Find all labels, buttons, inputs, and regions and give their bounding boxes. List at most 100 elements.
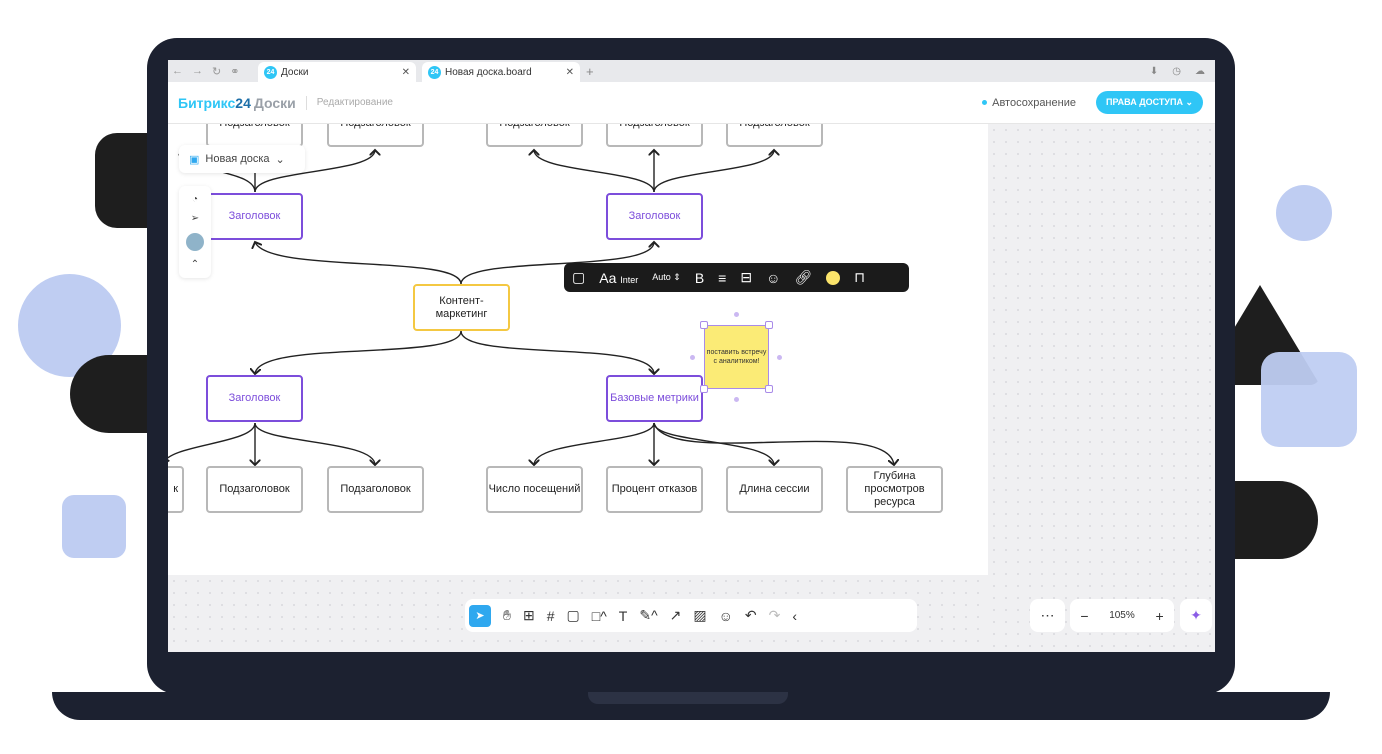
connect-point[interactable] bbox=[777, 355, 782, 360]
cursor-icon[interactable]: ➢ bbox=[190, 213, 200, 225]
undo-icon[interactable]: ↶ bbox=[744, 607, 757, 623]
zoom-level: 105% bbox=[1109, 610, 1135, 621]
decor-square bbox=[62, 495, 126, 558]
collapse-icon[interactable]: ‹ bbox=[792, 607, 798, 624]
arrow-icon[interactable]: ↗ bbox=[669, 607, 682, 623]
central-node[interactable]: Контент-маркетинг bbox=[413, 284, 510, 331]
hand-tool-icon[interactable]: ✋︎ bbox=[503, 607, 511, 623]
zoom-in-icon[interactable]: + bbox=[1155, 607, 1164, 624]
unlock-icon[interactable]: ⊓ bbox=[854, 269, 866, 285]
connector bbox=[255, 242, 462, 285]
metric-node[interactable]: Длина сессии bbox=[726, 466, 823, 513]
new-tab-button[interactable]: + bbox=[586, 63, 594, 79]
access-rights-button[interactable]: ПРАВА ДОСТУПА ⌄ bbox=[1095, 91, 1203, 114]
font-select[interactable]: Aa Inter bbox=[599, 269, 639, 286]
timer-icon[interactable]: ◔ bbox=[191, 194, 199, 206]
connector bbox=[653, 422, 894, 465]
heading-node[interactable]: Заголовок bbox=[606, 193, 703, 240]
color-swatch[interactable] bbox=[826, 270, 841, 285]
connect-point[interactable] bbox=[734, 312, 739, 317]
back-icon[interactable]: ← bbox=[172, 64, 183, 77]
subheading-node[interactable]: Подзаголовок bbox=[327, 466, 424, 513]
emoji-icon[interactable]: ☺ bbox=[766, 269, 781, 286]
link-icon[interactable]: ⚭ bbox=[230, 65, 240, 78]
chevron-down-icon: ⌄ bbox=[275, 153, 285, 166]
frame-icon[interactable]: # bbox=[546, 607, 555, 624]
forward-icon[interactable]: → bbox=[192, 64, 203, 77]
connector bbox=[460, 330, 654, 374]
connector bbox=[653, 150, 774, 193]
avatar[interactable] bbox=[186, 232, 204, 251]
resize-handle[interactable] bbox=[700, 385, 708, 393]
emoji-icon[interactable]: ☺ bbox=[718, 607, 733, 624]
browser-tab-active[interactable]: 24 Новая доска.board ✕ bbox=[422, 62, 580, 82]
browser-nav: ← → ↻ ⚭ bbox=[172, 65, 258, 78]
connector bbox=[460, 242, 654, 285]
align-icon[interactable]: ≡ bbox=[718, 269, 727, 286]
board-canvas[interactable]: Подзаголовок Подзаголовок Подзаголовок П… bbox=[168, 124, 988, 575]
chevron-up-icon[interactable]: ⌃ bbox=[190, 258, 200, 270]
tab-label: Доски bbox=[281, 66, 309, 78]
heading-node[interactable]: Заголовок bbox=[206, 193, 303, 240]
tab-label: Новая доска.board bbox=[445, 66, 532, 78]
pen-icon[interactable]: ✎^ bbox=[639, 607, 658, 623]
subheading-node[interactable]: Подзаголовок bbox=[606, 124, 703, 147]
download-icon[interactable]: ⬇ bbox=[1149, 65, 1159, 77]
connector bbox=[534, 150, 655, 193]
metric-node[interactable]: Число посещений bbox=[486, 466, 583, 513]
subheading-node[interactable]: Подзаголовок bbox=[327, 124, 424, 147]
laptop-notch bbox=[588, 692, 788, 704]
close-icon[interactable]: ✕ bbox=[401, 66, 410, 78]
more-button[interactable]: ⋯ bbox=[1030, 599, 1065, 632]
board-name-dropdown[interactable]: ▣Новая доска⌄ bbox=[179, 145, 305, 173]
resize-handle[interactable] bbox=[765, 385, 773, 393]
sticky-note[interactable]: поставить встречу с аналитиком! bbox=[704, 325, 769, 389]
size-select[interactable]: Auto ⇕ bbox=[652, 272, 681, 282]
heading-node[interactable]: Заголовок bbox=[206, 375, 303, 422]
screen: ← → ↻ ⚭ 24 Доски ✕ 24 Новая доска.board ✕ + ⬇ ◷ ☁… bbox=[168, 60, 1215, 652]
select-tool-icon[interactable]: ➤ bbox=[469, 604, 491, 627]
reload-icon[interactable]: ↻ bbox=[212, 65, 222, 78]
connect-point[interactable] bbox=[734, 397, 739, 402]
subheading-node[interactable]: к bbox=[168, 466, 184, 513]
connector bbox=[534, 422, 655, 465]
subheading-node[interactable]: Подзаголовок bbox=[206, 124, 303, 147]
browser-tabbar: ← → ↻ ⚭ 24 Доски ✕ 24 Новая доска.board ✕ + ⬇ ◷ ☁ bbox=[168, 60, 1215, 82]
metric-node[interactable]: Глубина просмотров ресурса bbox=[846, 466, 943, 513]
connect-point[interactable] bbox=[690, 355, 695, 360]
sticky-icon[interactable]: ▢ bbox=[566, 607, 580, 623]
subheading-node[interactable]: Подзаголовок bbox=[206, 466, 303, 513]
board-icon: ▣ bbox=[189, 153, 200, 166]
divider bbox=[305, 95, 307, 110]
close-icon[interactable]: ✕ bbox=[565, 66, 574, 78]
connector bbox=[254, 150, 375, 193]
bitrix-icon: 24 bbox=[428, 65, 441, 79]
connector bbox=[653, 422, 774, 465]
valign-icon[interactable]: ⊟ bbox=[740, 269, 753, 285]
subheading-node[interactable]: Подзаголовок bbox=[726, 124, 823, 147]
side-panel: ◔ ➢ ⌃ bbox=[179, 186, 211, 278]
metrics-node[interactable]: Базовые метрики bbox=[606, 375, 703, 422]
redo-icon[interactable]: ↷ bbox=[768, 607, 781, 623]
sticky-icon[interactable]: ▢ bbox=[572, 269, 586, 285]
connector bbox=[255, 330, 462, 374]
history-icon[interactable]: ◷ bbox=[1172, 65, 1181, 77]
link-icon[interactable]: 🔗︎ bbox=[794, 269, 813, 285]
mode-label: Редактирование bbox=[316, 97, 393, 108]
subheading-node[interactable]: Подзаголовок bbox=[486, 124, 583, 147]
bold-button[interactable]: B bbox=[694, 269, 705, 286]
canvas-background bbox=[988, 124, 1215, 652]
connector bbox=[168, 422, 256, 464]
shape-icon[interactable]: □^ bbox=[591, 607, 607, 624]
cloud-icon[interactable]: ☁ bbox=[1195, 65, 1205, 77]
zoom-out-icon[interactable]: − bbox=[1080, 607, 1089, 624]
resize-handle[interactable] bbox=[700, 321, 708, 329]
metric-node[interactable]: Процент отказов bbox=[606, 466, 703, 513]
text-icon[interactable]: T bbox=[618, 607, 628, 624]
template-icon[interactable]: ⊞ bbox=[522, 607, 535, 623]
ai-sparkle-button[interactable]: ✦ bbox=[1180, 599, 1212, 632]
image-icon[interactable]: ▨ bbox=[693, 607, 707, 623]
resize-handle[interactable] bbox=[765, 321, 773, 329]
